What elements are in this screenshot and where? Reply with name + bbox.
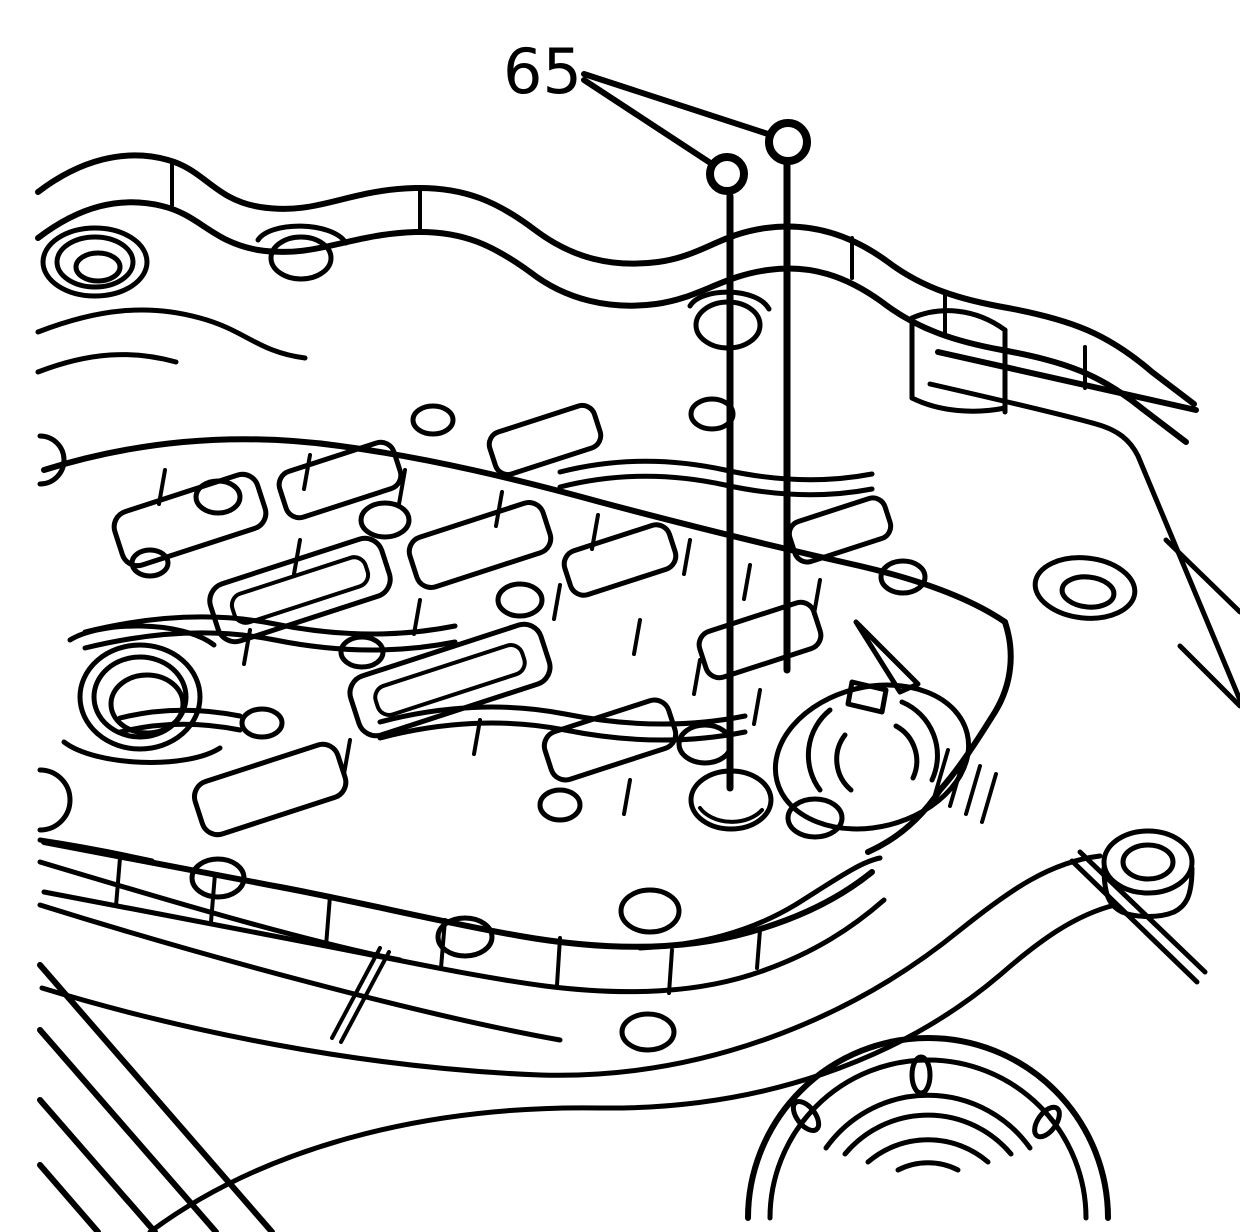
oval-boss bbox=[1032, 555, 1138, 621]
pin-head-left bbox=[706, 153, 748, 195]
callout-65: 65 bbox=[503, 35, 771, 167]
pan-flange bbox=[35, 152, 1197, 445]
keyhole-pad bbox=[772, 679, 972, 832]
pan-floor bbox=[37, 853, 1118, 1232]
bottom-flange-boss bbox=[745, 1035, 1111, 1221]
callout-leader-line-left bbox=[581, 77, 715, 167]
valve-body bbox=[41, 396, 1014, 995]
alignment-pin-left bbox=[706, 153, 748, 792]
pin-head-right bbox=[765, 119, 811, 165]
callout-leader-line-right bbox=[581, 71, 771, 137]
pan-right-side bbox=[927, 349, 1240, 985]
alignment-pin-right bbox=[765, 119, 811, 674]
callout-65-label: 65 bbox=[503, 35, 582, 108]
left-bearing-boss bbox=[37, 433, 223, 864]
